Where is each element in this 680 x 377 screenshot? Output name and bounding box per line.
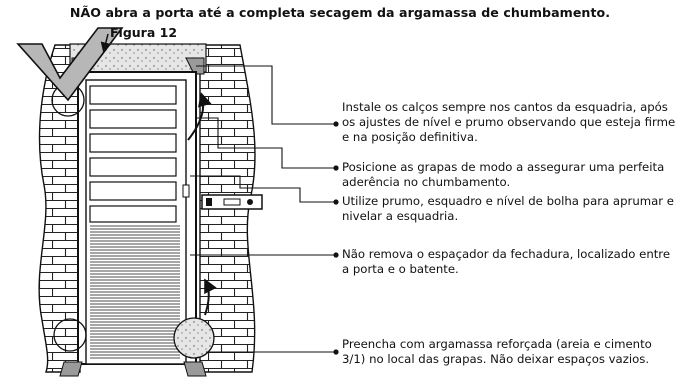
check-arrow-icon bbox=[16, 27, 124, 102]
bottom-left-detail-circle bbox=[53, 318, 87, 352]
bottom-right-detail-circle bbox=[173, 317, 215, 359]
note-shims: Instale os calços sempre nos cantos da e… bbox=[342, 100, 676, 144]
left-brick-wall bbox=[38, 44, 81, 373]
note-spacer: Não remova o espaçador da fechadura, loc… bbox=[342, 247, 671, 276]
figure-pointer bbox=[100, 33, 111, 53]
bottom-right-shim bbox=[183, 361, 207, 377]
note-anchors: Posicione as grapas de modo a assegurar … bbox=[342, 160, 665, 189]
warning-title: NÃO abra a porta até a completa secagem … bbox=[69, 5, 611, 20]
leader-dots bbox=[333, 121, 339, 355]
leader-lines bbox=[190, 65, 335, 353]
rotate-arrow-icon-lower bbox=[204, 278, 217, 316]
plumb-bob bbox=[182, 184, 190, 198]
top-right-shim bbox=[185, 57, 205, 75]
door-glass-panels bbox=[89, 85, 177, 223]
bottom-left-shim bbox=[59, 361, 83, 377]
note-level: Utilize prumo, esquadro e nível de bolha… bbox=[342, 194, 674, 223]
figure-label: Figura 12 bbox=[110, 25, 178, 40]
spirit-level-icon bbox=[201, 194, 263, 210]
door-louvres bbox=[90, 225, 180, 359]
note-mortar: Preencha com argamassa reforçada (areia … bbox=[342, 337, 652, 366]
